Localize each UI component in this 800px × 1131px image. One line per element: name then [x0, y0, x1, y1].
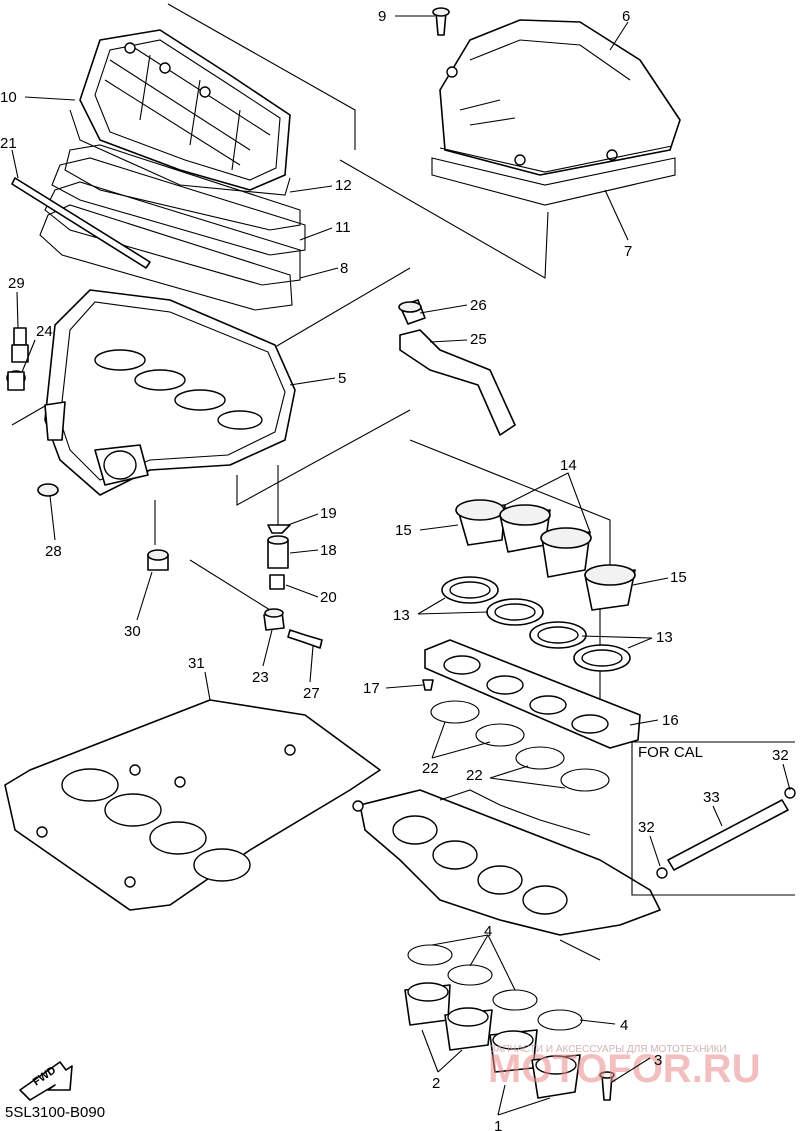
small-fasteners-center	[263, 524, 323, 649]
callout-32a: 32	[772, 747, 789, 764]
callout-12: 12	[335, 177, 352, 194]
callout-32b: 32	[638, 819, 655, 836]
callout-16: 16	[662, 712, 679, 729]
callout-20: 20	[320, 589, 337, 606]
small-fasteners-left	[6, 327, 169, 571]
callout-11: 11	[335, 219, 351, 236]
air-filter-element	[431, 7, 681, 206]
callout-14: 14	[560, 457, 577, 474]
intake-boots	[441, 576, 631, 672]
leader-lines	[11, 15, 791, 1116]
for-cal-label: FOR CAL	[638, 744, 703, 761]
callout-29: 29	[8, 275, 25, 292]
callout-10: 10	[0, 89, 17, 106]
callout-33: 33	[703, 789, 720, 806]
callout-1: 1	[494, 1118, 502, 1131]
air-box-case	[44, 289, 296, 496]
watermark-text: MOTOFOR.RU	[488, 1047, 761, 1091]
callout-26: 26	[470, 297, 487, 314]
base-gasket-plate	[4, 699, 381, 911]
fwd-arrow-icon: FWD	[19, 1061, 73, 1101]
throttle-body-assembly	[359, 789, 661, 961]
callout-22a: 22	[422, 760, 439, 777]
callout-31: 31	[188, 655, 205, 672]
callout-4b: 4	[620, 1017, 628, 1034]
callout-15b: 15	[670, 569, 687, 586]
diagram-code: 5SL3100-B090	[5, 1104, 105, 1121]
callout-18: 18	[320, 542, 337, 559]
callout-6: 6	[622, 8, 630, 25]
joint-plate	[422, 639, 641, 749]
intake-joints-bottom	[404, 944, 615, 1101]
for-cal-box	[631, 741, 796, 896]
callout-22b: 22	[466, 767, 483, 784]
callout-25: 25	[470, 331, 487, 348]
callout-30: 30	[124, 623, 141, 640]
callout-15a: 15	[395, 522, 412, 539]
drain-rod	[11, 177, 151, 269]
callout-2: 2	[432, 1075, 440, 1092]
hose-clamps	[430, 700, 610, 792]
watermark-subtitle: ЗАПЧАСТИ И АКСЕССУАРЫ ДЛЯ МОТОТЕХНИКИ	[490, 1044, 727, 1055]
callout-28: 28	[45, 543, 62, 560]
callout-3: 3	[654, 1052, 662, 1069]
callout-27: 27	[303, 685, 320, 702]
callout-labels: 10 9 6 7 12 11 8 21 5 29 24 28 30 26 25 …	[0, 8, 789, 1131]
callout-17: 17	[363, 680, 380, 697]
callout-13b: 13	[656, 629, 673, 646]
callout-21: 21	[0, 135, 17, 152]
callout-24: 24	[36, 323, 53, 340]
air-filter-cover	[69, 29, 291, 196]
callout-7: 7	[624, 243, 632, 260]
callout-19: 19	[320, 505, 337, 522]
breather-hose	[398, 299, 516, 436]
callout-23: 23	[252, 669, 269, 686]
callout-9: 9	[378, 8, 386, 25]
gaskets	[39, 144, 306, 311]
callout-13a: 13	[393, 607, 410, 624]
callout-8: 8	[340, 260, 348, 277]
callout-4a: 4	[484, 923, 492, 940]
callout-5: 5	[338, 370, 346, 387]
watermark: MOTOFOR.RU ЗАПЧАСТИ И АКСЕССУАРЫ ДЛЯ МОТ…	[488, 1044, 761, 1091]
velocity-stacks	[455, 499, 636, 611]
